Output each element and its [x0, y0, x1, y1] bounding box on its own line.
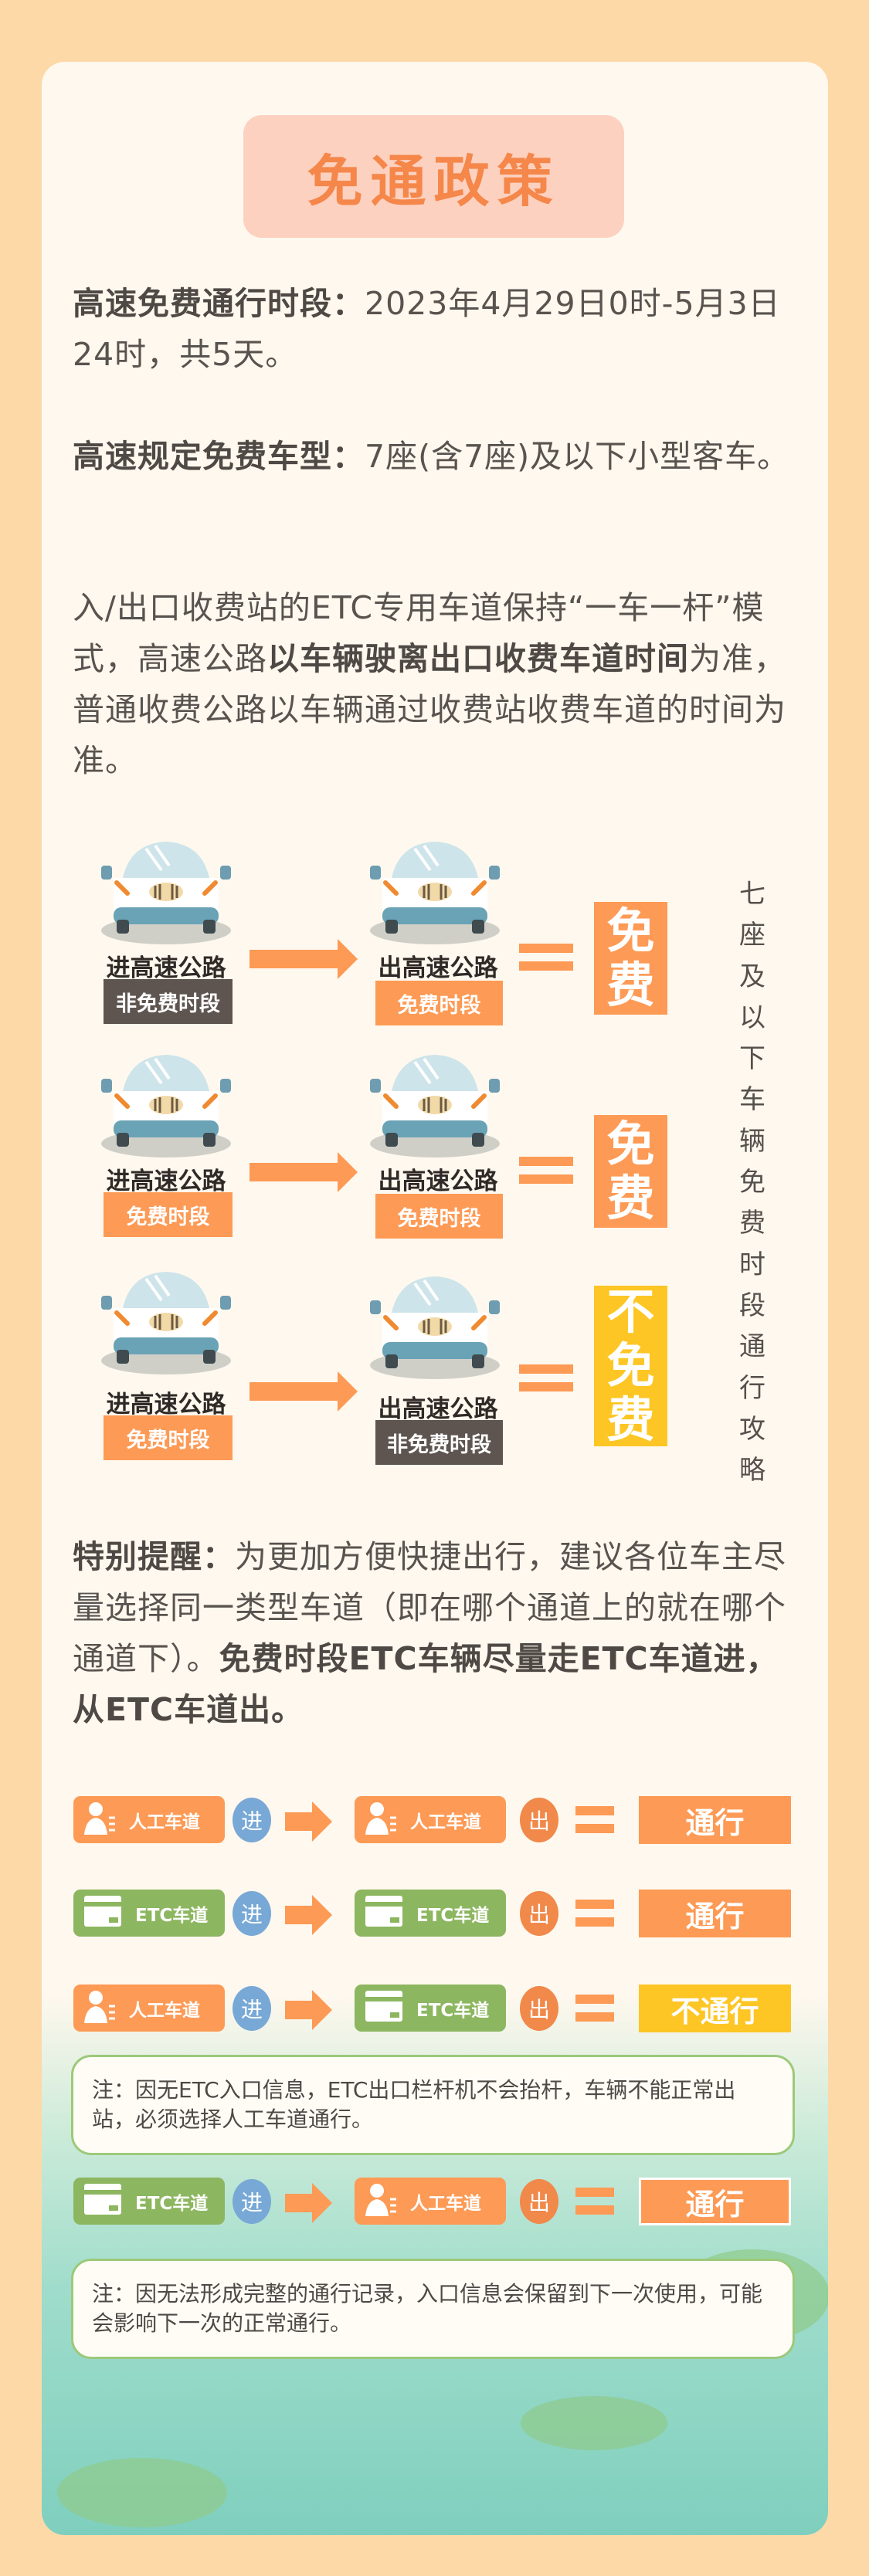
- car-icon: [100, 1269, 233, 1374]
- car-icon: [368, 1052, 501, 1158]
- exit-highway-label: 出高速公路: [378, 954, 498, 982]
- exit-period-badge: 免费时段: [375, 1194, 503, 1239]
- note-box: 注：因无ETC入口信息，ETC出口栏杆机不会抬杆，车辆不能正常出站，必须选择人工…: [71, 2055, 795, 2155]
- equals-icon: [519, 1157, 573, 1184]
- special-reminder-text: 特别提醒：为更加方便快捷出行，建议各位车主尽量选择同一类型车道（即在哪个通道上的…: [73, 1531, 803, 1735]
- side-caption: 七座及以下车辆免费时段通行攻略: [739, 879, 765, 1486]
- manual-lane-chip: 人工车道: [73, 1985, 225, 2032]
- equals-icon: [519, 944, 573, 971]
- enter-badge: 进: [233, 1986, 271, 2031]
- enter-highway-label: 进高速公路: [106, 1391, 226, 1418]
- person-icon: [355, 2182, 410, 2221]
- exit-badge: 出: [520, 1986, 558, 2031]
- free-vehicle-text: 高速规定免费车型：7座(含7座)及以下小型客车。: [73, 431, 803, 482]
- lane-chip-label: 人工车道: [129, 1812, 200, 1832]
- page-title: 免通政策: [243, 115, 624, 238]
- lane-chip-label: ETC车道: [416, 2000, 490, 2021]
- enter-period-badge: 免费时段: [104, 1192, 233, 1237]
- exit-badge: 出: [520, 2179, 558, 2224]
- policy-card: 免通政策 高速免费通行时段：2023年4月29日0时-5月3日24时，共5天。 …: [42, 62, 828, 2535]
- text: 2023年4月29日0时-5月3日24时，共5天。: [73, 285, 781, 373]
- lane-result-box: 通行: [639, 2178, 791, 2225]
- free-period-text: 高速免费通行时段：2023年4月29日0时-5月3日24时，共5天。: [73, 278, 803, 380]
- arrow-right-icon: [285, 1990, 332, 2033]
- lane-chip-label: 人工车道: [410, 2193, 481, 2214]
- bold-text: 免费时段ETC车辆尽量走ETC车道进，从ETC车道出。: [73, 1640, 779, 1728]
- lane-result-box: 通行: [639, 1890, 791, 1937]
- note-box: 注：因无法形成完整的通行记录，入口信息会保留到下一次使用，可能会影响下一次的正常…: [71, 2259, 795, 2359]
- lane-chip-label: ETC车道: [416, 1905, 490, 1926]
- exit-badge: 出: [520, 1798, 558, 1842]
- arrow-right-icon: [249, 1152, 358, 1195]
- equals-icon: [575, 1900, 614, 1927]
- exit-period-badge: 免费时段: [375, 981, 503, 1025]
- enter-highway-label: 进高速公路: [106, 954, 226, 982]
- lily-pad: [57, 2458, 227, 2527]
- enter-badge: 进: [233, 2179, 271, 2224]
- card-icon: [355, 1896, 416, 1931]
- lane-chip-label: ETC车道: [135, 2193, 209, 2214]
- result-box: 免费: [594, 902, 667, 1015]
- enter-badge: 进: [233, 1891, 271, 1936]
- car-icon: [368, 1274, 501, 1379]
- etc-lane-chip: ETC车道: [73, 2178, 225, 2225]
- result-text: 免费: [606, 903, 655, 1013]
- person-icon: [355, 1801, 410, 1839]
- bold-text: 特别提醒：: [73, 1538, 235, 1575]
- enter-period-badge: 免费时段: [104, 1415, 233, 1460]
- arrow-right-icon: [285, 1895, 332, 1938]
- result-text: 不免费: [606, 1283, 655, 1448]
- exit-highway-label: 出高速公路: [378, 1168, 498, 1195]
- exit-badge: 出: [520, 1891, 558, 1936]
- arrow-right-icon: [285, 1802, 332, 1845]
- result-box: 不免费: [594, 1283, 667, 1448]
- card-icon: [355, 1991, 416, 2026]
- manual-lane-chip: 人工车道: [355, 2178, 506, 2225]
- equals-icon: [575, 2188, 614, 2215]
- car-icon: [100, 1052, 233, 1158]
- enter-badge: 进: [233, 1798, 271, 1842]
- text: 为更加方便快捷出行，建议各位车主尽量选择同一类型车道（即在哪个通道上的就在哪个通…: [73, 1538, 786, 1677]
- car-icon: [368, 839, 501, 944]
- enter-period-badge: 非免费时段: [104, 979, 233, 1024]
- etc-lane-chip: ETC车道: [355, 1985, 506, 2032]
- car-icon: [100, 839, 233, 944]
- etc-lane-chip: ETC车道: [73, 1890, 225, 1937]
- enter-highway-label: 进高速公路: [106, 1168, 226, 1195]
- arrow-right-icon: [285, 2183, 332, 2226]
- card-icon: [73, 1896, 135, 1931]
- exit-period-badge: 非免费时段: [375, 1420, 503, 1465]
- lily-pad: [521, 2396, 667, 2450]
- card-icon: [73, 2184, 135, 2219]
- manual-lane-chip: 人工车道: [355, 1796, 506, 1843]
- text: 7座(含7座)及以下小型客车。: [365, 438, 790, 475]
- etc-lane-chip: ETC车道: [355, 1890, 506, 1937]
- bold-text: 高速规定免费车型：: [73, 438, 365, 475]
- lane-result-box: 通行: [639, 1796, 791, 1844]
- result-text: 免费: [606, 1116, 655, 1226]
- lane-chip-label: 人工车道: [129, 2000, 200, 2021]
- bold-text: 高速免费通行时段：: [73, 285, 365, 322]
- equals-icon: [575, 1806, 614, 1833]
- equals-icon: [575, 1995, 614, 2022]
- exit-highway-label: 出高速公路: [378, 1395, 498, 1423]
- equals-icon: [519, 1364, 573, 1391]
- text: 入/出口收费站的ETC专用车道保持“一车一杆”模式，高速公路: [73, 589, 765, 677]
- lane-result-box: 不通行: [639, 1985, 791, 2032]
- arrow-right-icon: [249, 939, 358, 982]
- person-icon: [73, 1989, 129, 2028]
- text: 为准，普通收费公路以车辆通过收费站收费车道的时间为准。: [73, 640, 786, 779]
- etc-lane-rule-text: 入/出口收费站的ETC专用车道保持“一车一杆”模式，高速公路以车辆驶离出口收费车…: [73, 582, 803, 786]
- lane-chip-label: ETC车道: [135, 1905, 209, 1926]
- person-icon: [73, 1801, 129, 1839]
- arrow-right-icon: [249, 1371, 358, 1415]
- manual-lane-chip: 人工车道: [73, 1796, 225, 1843]
- result-box: 免费: [594, 1115, 667, 1228]
- bold-text: 以车辆驶离出口收费车道时间: [267, 640, 689, 677]
- lane-chip-label: 人工车道: [410, 1812, 481, 1832]
